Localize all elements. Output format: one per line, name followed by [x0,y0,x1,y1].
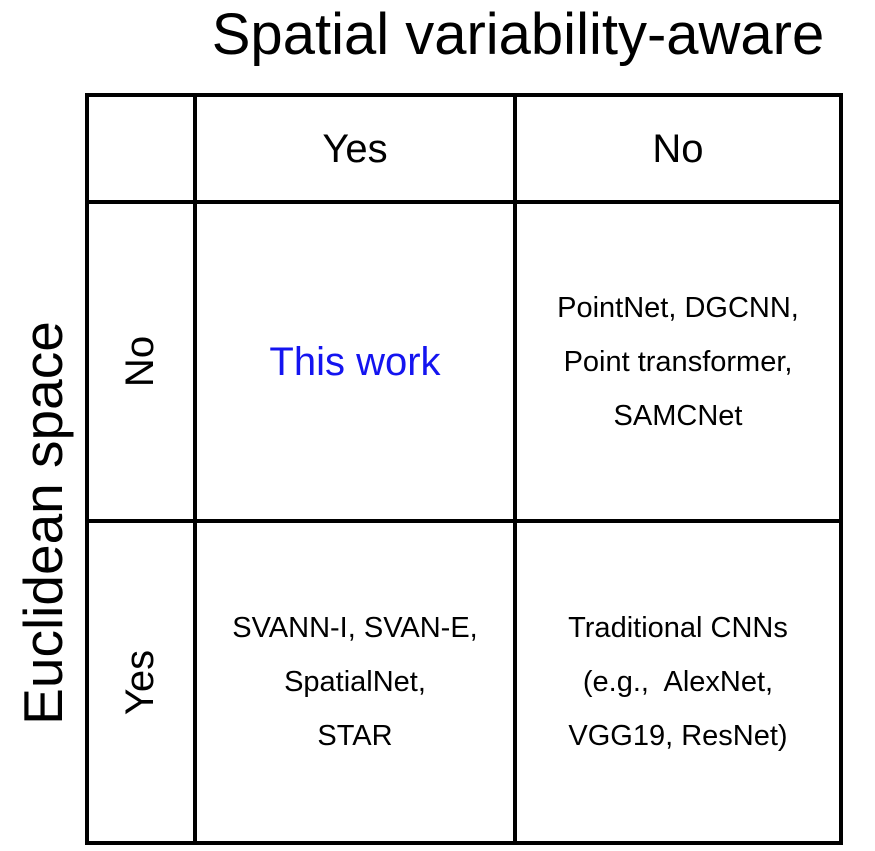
cell-this-work: This work [197,204,517,523]
cell-svann-group: SVANN-I, SVAN-E, SpatialNet, STAR [197,523,517,841]
row-axis-label-container: Euclidean space [0,200,85,845]
cell-pointnet-group: PointNet, DGCNN, Point transformer, SAMC… [517,204,839,523]
cell-line: PointNet, DGCNN, [557,291,799,324]
classification-matrix: Yes No No This work PointNet, DGCNN, Poi… [85,93,843,845]
cell-line: SAMCNet [613,399,743,432]
cell-line: STAR [317,720,393,752]
cell-line: (e.g., AlexNet, [582,666,774,698]
cell-traditional-cnns: Traditional CNNs (e.g., AlexNet, VGG19, … [517,523,839,841]
cell-line: Point transformer, [563,345,793,378]
corner-cell [89,97,197,204]
column-header-yes: Yes [197,97,517,204]
cell-line: SVANN-I, SVAN-E, [232,612,478,644]
column-header-no: No [517,97,839,204]
row-header-yes-label: Yes [118,649,163,715]
row-axis-label: Euclidean space [11,320,74,725]
cell-line: VGG19, ResNet) [568,720,788,752]
row-header-yes: Yes [89,523,197,841]
cell-line: SpatialNet, [284,666,426,698]
column-axis-title: Spatial variability-aware [211,2,825,67]
cell-line: Traditional CNNs [568,612,788,644]
this-work-text: This work [269,339,441,384]
row-header-no-label: No [118,335,163,388]
row-header-no: No [89,204,197,523]
